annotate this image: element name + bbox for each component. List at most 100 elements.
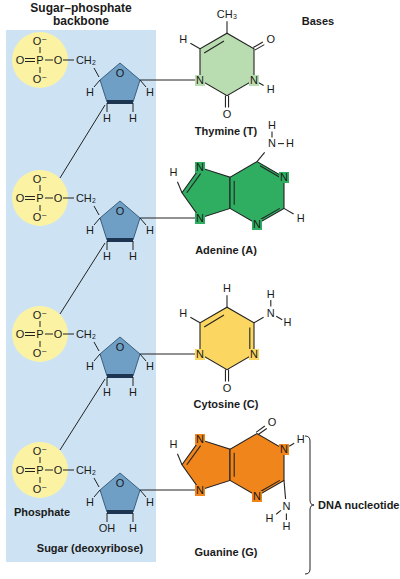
atom-label: OH bbox=[99, 523, 116, 534]
base-name: Cytosine (C) bbox=[194, 399, 259, 410]
sugar-phosphate-unit bbox=[25, 321, 195, 386]
atom-label: H bbox=[86, 225, 94, 236]
atom-label: O bbox=[223, 109, 232, 120]
part-label: Phosphate bbox=[14, 507, 70, 518]
atom-label: O bbox=[16, 55, 25, 66]
atom-label: H bbox=[103, 113, 111, 124]
phosphate-circle: O⁻ OPO O⁻ bbox=[12, 170, 68, 226]
atom-label: O bbox=[116, 68, 125, 79]
atom-label: N bbox=[195, 349, 205, 360]
atom-label: P bbox=[36, 193, 43, 204]
atom-label: N bbox=[249, 75, 259, 86]
atom-label: N bbox=[282, 501, 290, 512]
atom-label: H bbox=[146, 87, 154, 98]
atom-label: H bbox=[129, 251, 137, 262]
base-name: Adenine (A) bbox=[195, 245, 257, 256]
adenine-ring bbox=[177, 132, 293, 224]
sugar-phosphate-unit bbox=[25, 47, 195, 112]
atom-label: H bbox=[170, 439, 178, 450]
atom-label: N bbox=[279, 444, 289, 455]
backbone-heading: Sugar–phosphate backbone bbox=[21, 2, 141, 28]
atom-label: H bbox=[267, 289, 275, 300]
cytosine-ring bbox=[190, 295, 282, 381]
atom-label: N bbox=[195, 485, 205, 496]
atom-label: H bbox=[103, 251, 111, 262]
atom-label: N bbox=[195, 213, 205, 224]
base-name: Guanine (G) bbox=[195, 547, 258, 558]
base-name: Thymine (T) bbox=[195, 126, 257, 137]
atom-label: N bbox=[252, 491, 262, 502]
atom-label: CH₃ bbox=[217, 9, 237, 20]
phosphate-circle: O⁻ OPO O⁻ bbox=[12, 442, 68, 498]
atom-label: CH₂ bbox=[76, 193, 96, 204]
atom-label: O bbox=[16, 465, 25, 476]
atom-label: H bbox=[282, 521, 290, 532]
atom-label: O⁻ bbox=[33, 348, 47, 359]
atom-label: H bbox=[179, 308, 187, 319]
phosphate-circle: O⁻ OPO O⁻ bbox=[12, 306, 68, 362]
atom-label: N bbox=[267, 308, 275, 319]
atom-label: O bbox=[116, 478, 125, 489]
atom-label: CH₂ bbox=[76, 465, 96, 476]
atom-label: N bbox=[268, 138, 276, 149]
backbone-link bbox=[60, 105, 105, 450]
atom-label: H bbox=[86, 87, 94, 98]
atom-label: CH₂ bbox=[76, 329, 96, 340]
thymine-ring bbox=[190, 21, 264, 107]
atom-label: O bbox=[116, 206, 125, 217]
atom-label: O bbox=[54, 465, 63, 476]
part-label: Sugar (deoxyribose) bbox=[37, 543, 143, 554]
atom-label: H bbox=[146, 497, 154, 508]
atom-label: H bbox=[129, 113, 137, 124]
atom-label: H bbox=[297, 434, 305, 445]
atom-label: O bbox=[116, 342, 125, 353]
column-heading: Bases bbox=[302, 16, 334, 27]
atom-label: H bbox=[268, 120, 276, 131]
atom-label: N bbox=[195, 75, 205, 86]
atom-label: H bbox=[286, 138, 294, 149]
atom-label: P bbox=[36, 55, 43, 66]
atom-label: O⁻ bbox=[33, 36, 47, 47]
atom-label: H bbox=[170, 167, 178, 178]
atom-label: H bbox=[146, 225, 154, 236]
atom-label: H bbox=[129, 387, 137, 398]
atom-label: O⁻ bbox=[33, 174, 47, 185]
guanine-ring bbox=[177, 426, 294, 520]
atom-label: O bbox=[54, 193, 63, 204]
atom-label: H bbox=[103, 387, 111, 398]
bracket-label: DNA nucleotide bbox=[318, 500, 400, 511]
atom-label: N bbox=[195, 162, 205, 173]
sugar-phosphate-unit bbox=[25, 185, 195, 250]
atom-label: O bbox=[268, 417, 277, 428]
atom-label: CH₂ bbox=[76, 55, 96, 66]
atom-label: H bbox=[267, 84, 275, 95]
atom-label: O bbox=[16, 329, 25, 340]
atom-label: H bbox=[284, 317, 292, 328]
atom-label: O bbox=[54, 55, 63, 66]
atom-label: N bbox=[279, 172, 289, 183]
atom-label: H bbox=[86, 497, 94, 508]
atom-label: H bbox=[266, 513, 274, 524]
atom-label: H bbox=[146, 361, 154, 372]
atom-label: O⁻ bbox=[33, 310, 47, 321]
atom-label: H bbox=[223, 283, 231, 294]
atom-label: P bbox=[36, 329, 43, 340]
phosphate-circle: O⁻ OPO O⁻ bbox=[12, 32, 68, 88]
bracket bbox=[305, 436, 314, 574]
atom-label: H bbox=[297, 213, 305, 224]
atom-label: P bbox=[36, 465, 43, 476]
atom-label: O⁻ bbox=[33, 212, 47, 223]
atom-label: H bbox=[86, 361, 94, 372]
atom-label: H bbox=[179, 34, 187, 45]
atom-label: O bbox=[223, 383, 232, 394]
atom-label: O bbox=[16, 193, 25, 204]
atom-label: O⁻ bbox=[33, 74, 47, 85]
atom-label: O bbox=[54, 329, 63, 340]
atom-label: O⁻ bbox=[33, 484, 47, 495]
atom-label: O bbox=[267, 34, 276, 45]
atom-label: N bbox=[252, 219, 262, 230]
atom-label: O⁻ bbox=[33, 446, 47, 457]
atom-label: N bbox=[249, 349, 259, 360]
atom-label: H bbox=[129, 523, 137, 534]
